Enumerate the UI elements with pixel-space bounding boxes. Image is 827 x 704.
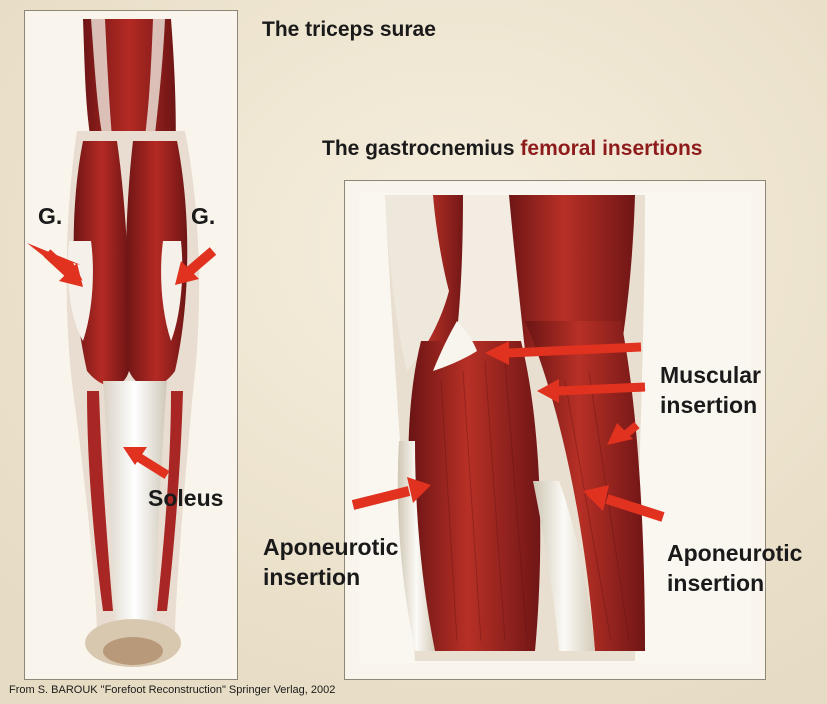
insertion-closeup-panel <box>344 180 766 680</box>
label-muscular-insertion: Muscular insertion <box>660 360 761 420</box>
label-line: insertion <box>263 562 398 592</box>
label-line: Aponeurotic <box>667 538 802 568</box>
label-g-left: G. <box>38 203 62 230</box>
label-g-right: G. <box>191 203 215 230</box>
label-aponeurotic-insertion-right: Aponeurotic insertion <box>667 538 802 598</box>
figure-subtitle: The gastrocnemius femoral insertions <box>322 137 702 161</box>
label-line: Muscular <box>660 360 761 390</box>
heel-pad <box>103 637 163 665</box>
label-aponeurotic-insertion-left: Aponeurotic insertion <box>263 532 398 592</box>
label-line: insertion <box>660 390 761 420</box>
subtitle-prefix: The gastrocnemius <box>322 137 515 160</box>
posterior-leg-illustration <box>25 11 237 679</box>
label-line: insertion <box>667 568 802 598</box>
gastrocnemius-insertion-illustration <box>345 181 765 679</box>
gastrocnemius-medial-head <box>408 341 540 651</box>
label-soleus: Soleus <box>148 485 223 512</box>
subtitle-accent: femoral insertions <box>520 137 702 160</box>
leg-illustration-panel <box>24 10 238 680</box>
label-line: Aponeurotic <box>263 532 398 562</box>
source-credit: From S. BAROUK "Forefoot Reconstruction"… <box>9 684 335 696</box>
figure-title: The triceps surae <box>262 18 436 42</box>
